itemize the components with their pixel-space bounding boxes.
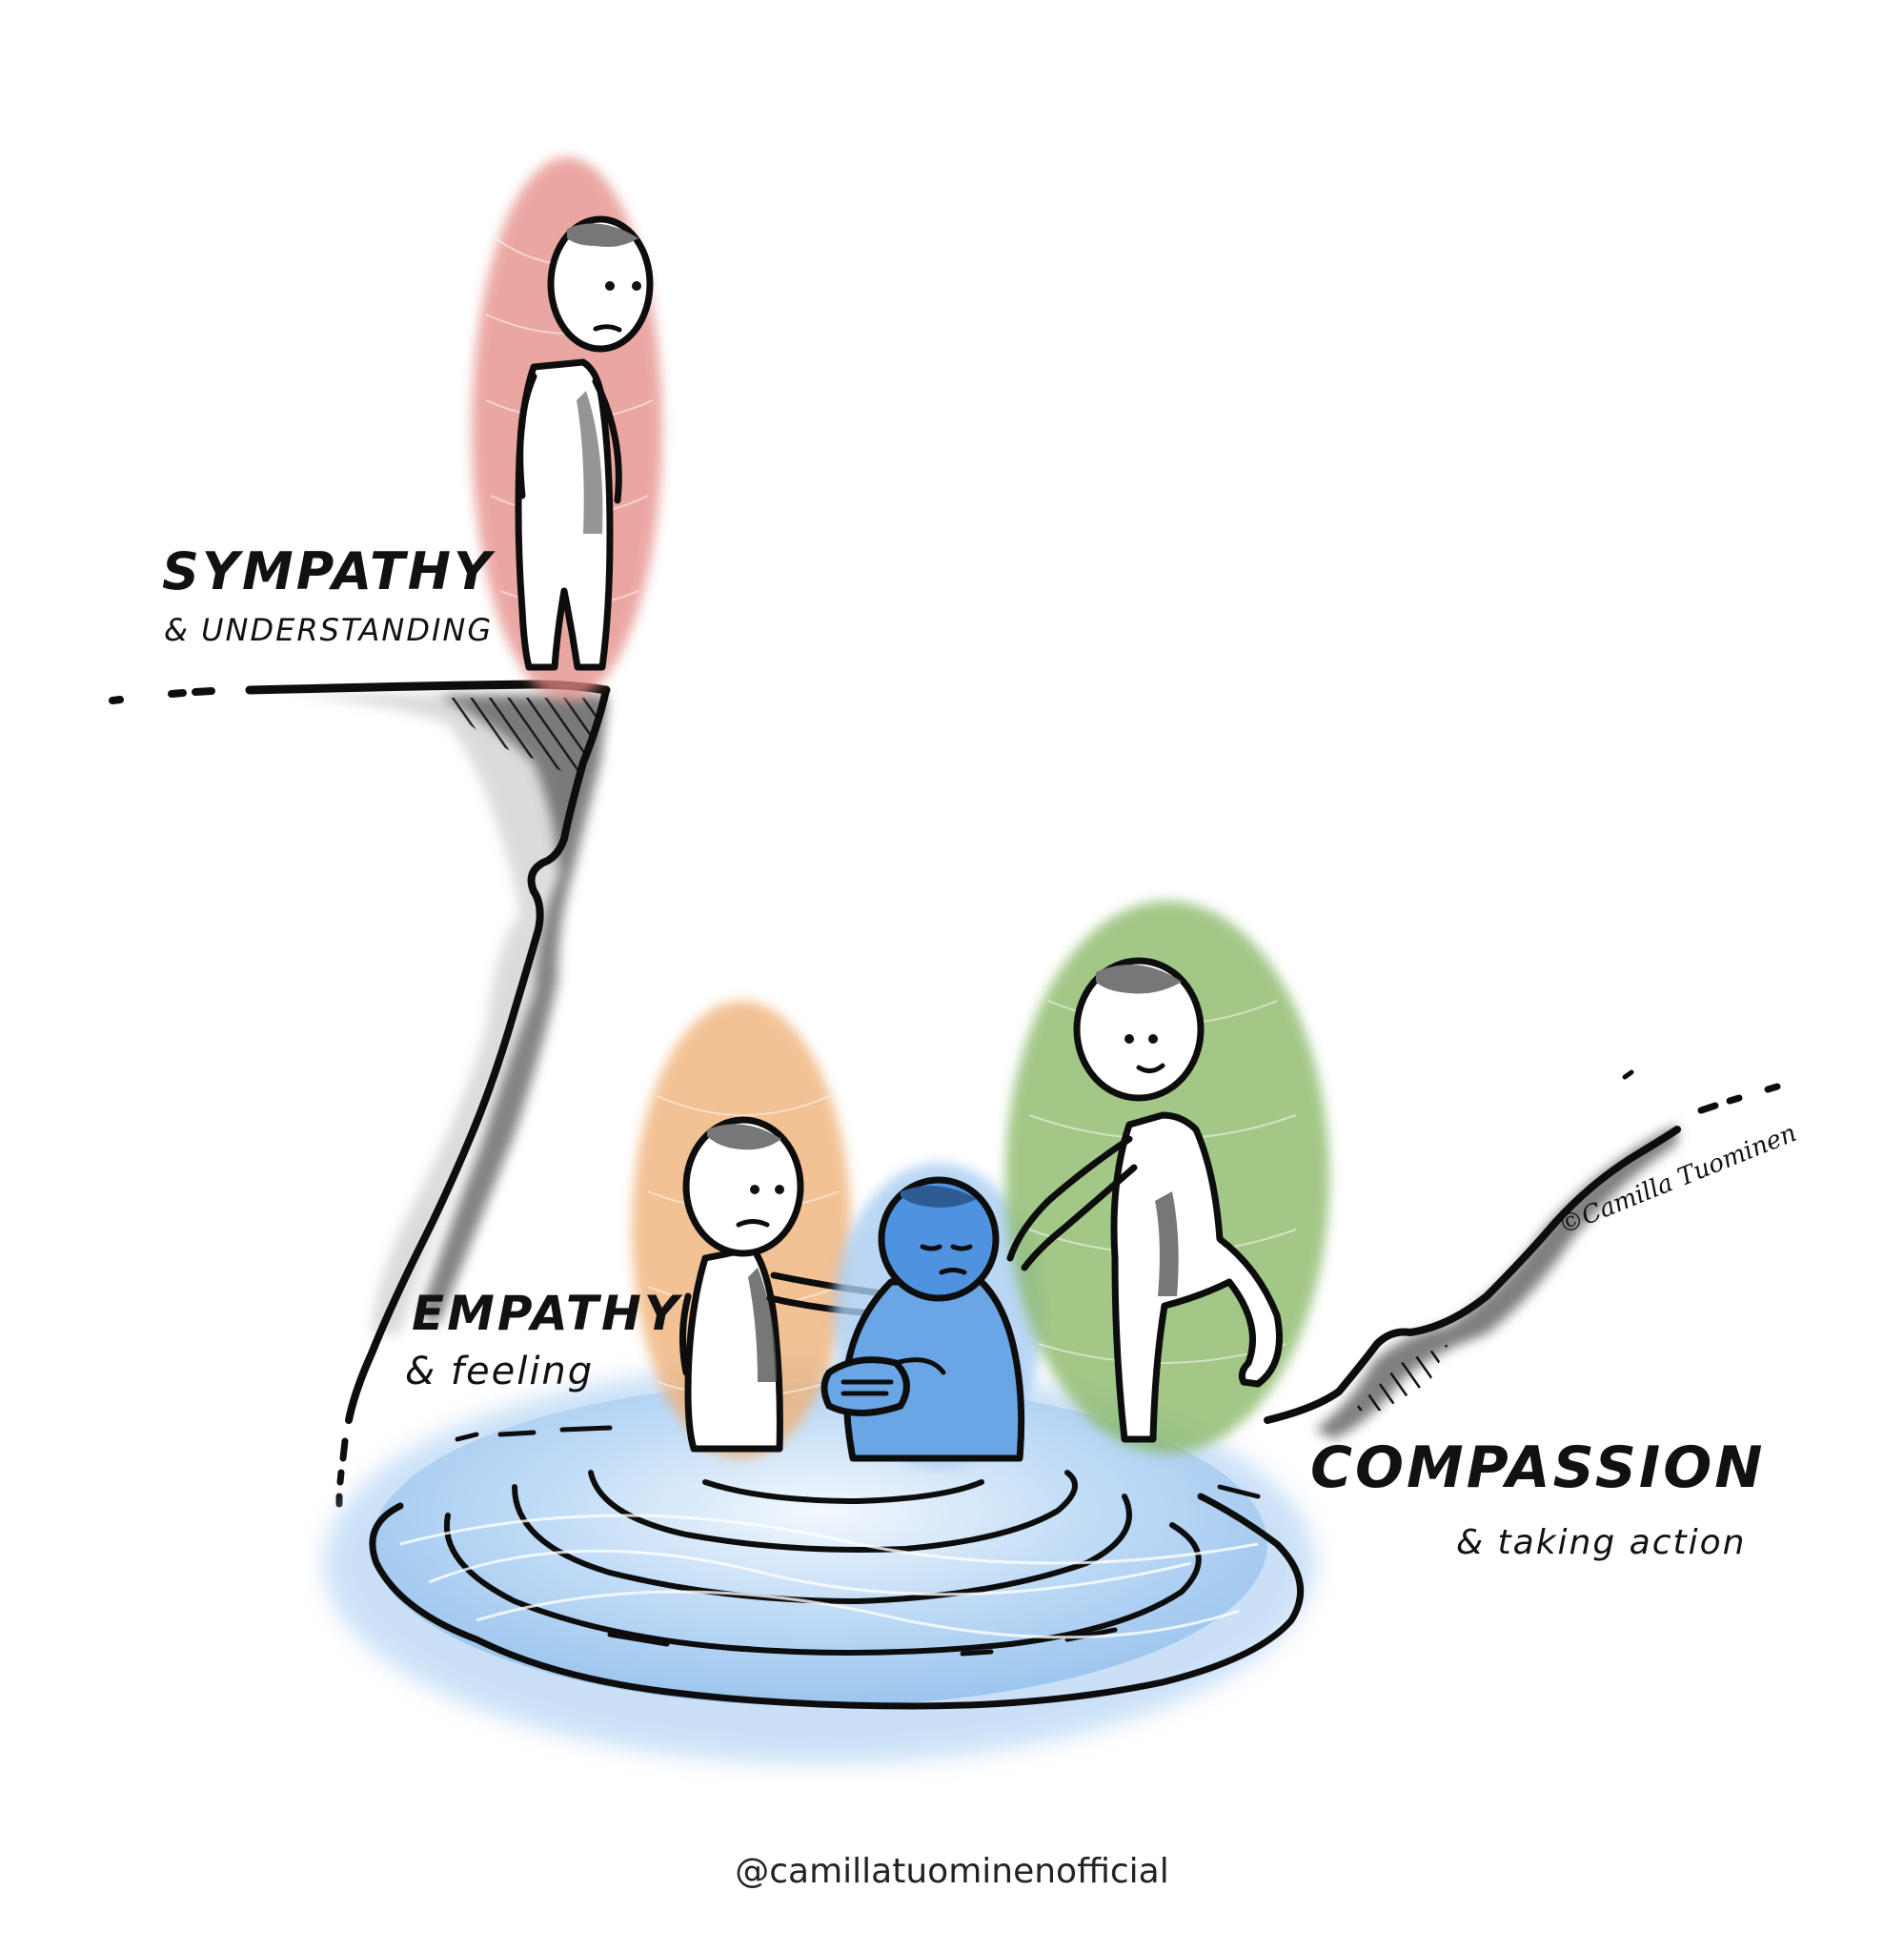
sympathy-subtitle: & UNDERSTANDING — [164, 612, 493, 648]
empathy-label: EMPATHY & feeling — [405, 1286, 683, 1393]
sympathy-title: SYMPATHY — [162, 541, 496, 601]
compassion-figure — [1005, 901, 1329, 1454]
person-in-need — [820, 1163, 1043, 1468]
empathy-figure — [632, 1001, 909, 1458]
cliff — [109, 680, 611, 1508]
compassion-label: COMPASSION & taking action — [1310, 1434, 1765, 1562]
compassion-title: COMPASSION — [1310, 1434, 1765, 1501]
compassion-subtitle: & taking action — [1456, 1523, 1746, 1562]
sympathy-figure — [472, 157, 662, 701]
credit-handle: @camillatuominenofficial — [735, 1852, 1168, 1891]
empathy-title: EMPATHY — [412, 1286, 683, 1341]
water-pool — [324, 1363, 1315, 1763]
signature: ©Camilla Tuominen — [1554, 1119, 1800, 1241]
right-slope — [1264, 1069, 1781, 1439]
empathy-subtitle: & feeling — [405, 1350, 594, 1393]
sympathy-label: SYMPATHY & UNDERSTANDING — [162, 541, 496, 648]
